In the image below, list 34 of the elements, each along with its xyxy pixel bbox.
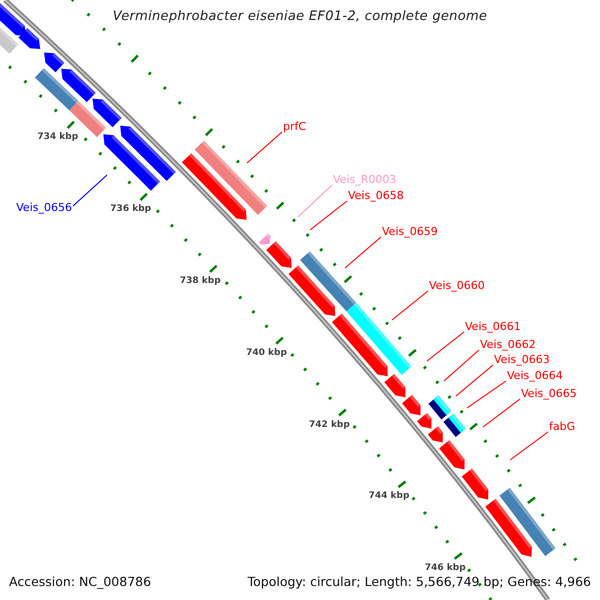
gene-label: Veis_0662 (480, 338, 536, 352)
leader-line (344, 236, 382, 268)
gene-label: prfC (283, 120, 306, 134)
gene-label: fabG (549, 420, 576, 434)
tick-label: 734 kbp (37, 132, 78, 142)
tick-label: 744 kbp (368, 491, 410, 502)
gene-label: Veis_0665 (521, 387, 577, 401)
gene-label: Veis_0664 (507, 369, 563, 383)
title: Verminephrobacter eiseniae EF01-2, complete genome (112, 9, 488, 24)
tick-label: 746 kbp (424, 562, 466, 573)
leader-line (298, 184, 332, 218)
leader-line (310, 200, 348, 230)
leader-line (456, 364, 494, 396)
leader-line (426, 332, 464, 362)
leader-line (246, 132, 282, 164)
gene-label: Veis_0656 (16, 201, 72, 215)
footer-text: Accession: NC_008786 (9, 574, 152, 589)
leader-line (392, 290, 428, 320)
gene-label: Veis_0661 (465, 320, 521, 334)
tick-label: 736 kbp (110, 204, 152, 214)
gene-label: Veis_0658 (348, 189, 404, 203)
tick-label: 738 kbp (180, 276, 221, 286)
gene-label: Veis_0659 (382, 225, 438, 239)
tick-label: 742 kbp (309, 420, 350, 430)
gene-label: Veis_R0003 (333, 173, 396, 187)
leader-line (510, 432, 548, 460)
leader-line (72, 174, 108, 206)
gene-label: Veis_0663 (494, 353, 550, 367)
leader-line (444, 350, 480, 382)
gene-label: Veis_0660 (429, 279, 485, 293)
leader-line (482, 398, 520, 428)
footer-text: Topology: circular; Length: 5,566,749 bp; Genes: 4,966 (248, 574, 591, 589)
tick-label: 740 kbp (246, 348, 287, 358)
leader-line (466, 380, 506, 408)
